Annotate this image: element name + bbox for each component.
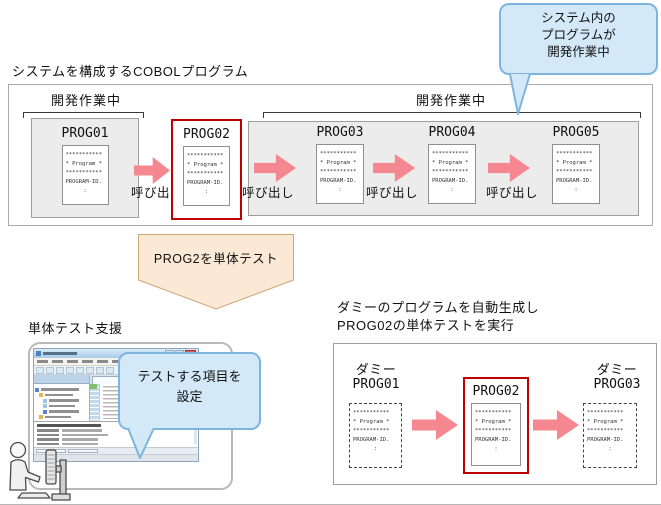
person-at-computer-icon: [9, 441, 71, 501]
call-arrow-icon: [488, 154, 530, 182]
callout-line: 設定: [176, 389, 203, 404]
prog02-under-test-box: PROG02 ************ Program ************…: [463, 377, 529, 474]
callout-line: 開発作業中: [547, 45, 610, 59]
callout-line: プログラムが: [541, 28, 616, 42]
callout-tail-icon: [509, 73, 531, 115]
mini-scrollbar: [194, 424, 197, 444]
prog02-highlight-box: PROG02 ************ Program ************…: [171, 119, 242, 220]
dev-label-left: 開発作業中: [51, 93, 122, 108]
prog01-title: PROG01: [61, 126, 109, 141]
system-section-title: システムを構成するCOBOLプログラム: [12, 64, 249, 79]
prog05-col: PROG05 ************ Program ************…: [545, 125, 607, 204]
call-label: 呼び出し: [242, 186, 295, 200]
dev-bracket-left: [23, 112, 144, 118]
call-arrow-icon: [373, 154, 415, 182]
dummy-title-line: ダミーのプログラムを自動生成し: [337, 300, 540, 315]
callout-line: システム内の: [541, 11, 616, 25]
callout-line: テストする項目を: [137, 369, 242, 384]
mini-title-text: [43, 352, 77, 355]
call-arrow-icon: [412, 410, 458, 440]
program-listing: ************ Program ************PROGRAM…: [316, 144, 364, 204]
prog02-title: PROG02: [472, 384, 520, 399]
dummy-section-title: ダミーのプログラムを自動生成し PROG02の単体テストを実行: [337, 299, 539, 335]
dummy-test-box: ダミー PROG01 ************ Program ********…: [333, 343, 657, 485]
dummy-prog01-label: ダミー PROG01: [352, 362, 400, 392]
call-label: 呼び出し: [131, 186, 184, 200]
prog02-title: PROG02: [183, 127, 230, 142]
prog03-col: PROG03 ************ Program ************…: [309, 125, 371, 204]
prog03-title: PROG03: [316, 125, 364, 140]
mini-ide-toolbar: [34, 366, 198, 375]
dev-bracket-right: [263, 112, 641, 118]
dummy-title-line: PROG02の単体テストを実行: [337, 318, 515, 333]
unit-test-banner-shape: [138, 234, 294, 310]
call-arrow-icon: [134, 157, 170, 184]
mini-line-number-gutter: [90, 384, 100, 421]
program-listing: ************ Program ************PROGRAM…: [61, 145, 109, 205]
prog04-col: PROG04 ************ Program ************…: [421, 125, 483, 204]
call-arrow-icon: [254, 154, 296, 182]
mini-tree-header: [34, 375, 89, 384]
prog01-box: PROG01 ************ Program ************…: [31, 118, 139, 218]
mini-tree-items: [34, 384, 89, 421]
set-test-items-callout: テストする項目を 設定: [118, 352, 261, 430]
call-label: 呼び出し: [366, 186, 419, 200]
mini-app-icon: [36, 351, 41, 356]
program-listing: ************ Program ************PROGRAM…: [552, 144, 600, 204]
system-programs-box: 開発作業中 開発作業中 PROG01 ************ Program …: [8, 84, 653, 226]
dummy-program-listing: ************ Program ************PROGRAM…: [349, 403, 402, 468]
program-listing: ************ Program ************PROGRAM…: [428, 144, 476, 204]
prog05-title: PROG05: [552, 125, 600, 140]
callout-tail-icon: [127, 427, 155, 459]
mini-ide-tree-panel: [34, 375, 90, 421]
dev-in-progress-callout: システム内の プログラムが 開発作業中: [499, 3, 658, 75]
mini-ide-statusbar: [34, 454, 198, 461]
program-listing: ************ Program ************PROGRAM…: [471, 403, 521, 466]
dummy-prog03-label: ダミー PROG03: [593, 362, 641, 392]
dummy-program-listing: ************ Program ************PROGRAM…: [583, 403, 637, 468]
dev-label-right: 開発作業中: [416, 93, 487, 108]
unit-test-support-title: 単体テスト支援: [28, 321, 123, 336]
call-arrow-icon: [533, 410, 579, 440]
mini-run-marker-icon: [90, 384, 97, 389]
unit-test-banner-label: PROG2を単体テスト: [153, 251, 279, 266]
program-listing: ************ Program ************PROGRAM…: [183, 146, 230, 206]
call-label: 呼び出し: [486, 186, 539, 200]
prog04-title: PROG04: [428, 125, 476, 140]
